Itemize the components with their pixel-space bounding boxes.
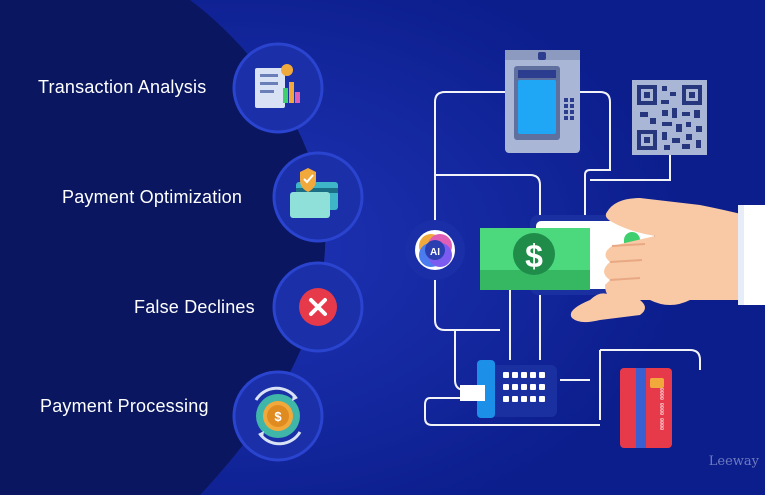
transaction-analysis-icon xyxy=(255,64,300,108)
feature-label-false-declines: False Declines xyxy=(134,297,255,317)
qr-code xyxy=(632,80,707,155)
payment-optimization-icon xyxy=(290,168,338,218)
ai-badge xyxy=(405,220,465,280)
ai-badge-label: AI xyxy=(430,247,440,258)
feature-label-payment-optimization: Payment Optimization xyxy=(62,187,243,207)
card-terminal xyxy=(460,360,557,418)
feature-label-payment-processing: Payment Processing xyxy=(40,396,209,416)
banknote xyxy=(480,228,590,290)
watermark-logo-text: Leeway xyxy=(708,454,759,469)
card-number: 0000 0000 0000 xyxy=(660,388,666,430)
payment-processing-icon xyxy=(254,386,302,446)
atm-machine xyxy=(505,50,580,153)
circuit-lines xyxy=(424,91,701,426)
dark-side-panel xyxy=(0,0,326,495)
banknote-currency-symbol: $ xyxy=(525,238,543,274)
feature-label-transaction-analysis: Transaction Analysis xyxy=(38,77,207,97)
processing-currency-symbol: $ xyxy=(274,409,282,424)
hand xyxy=(570,198,765,323)
credit-card xyxy=(620,368,672,448)
false-declines-icon xyxy=(299,288,337,326)
